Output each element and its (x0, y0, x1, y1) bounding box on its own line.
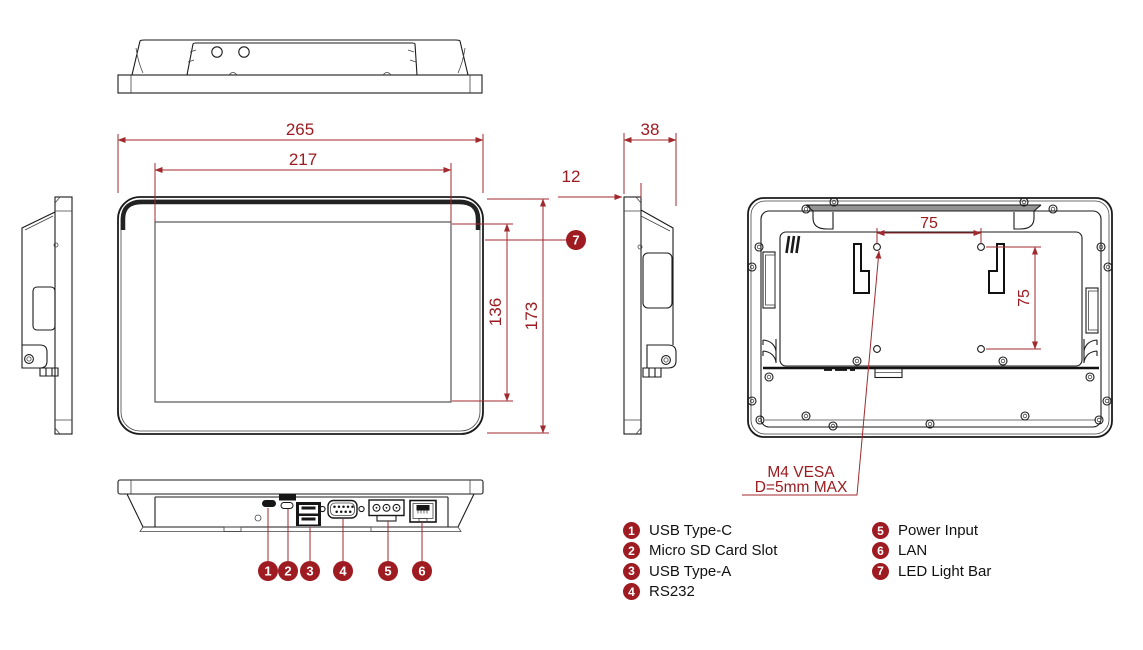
rear-bottom-details (824, 367, 903, 379)
legend-label-led-light-bar: LED Light Bar (898, 562, 992, 580)
callout-markers: 7 1 2 3 4 5 6 (258, 230, 586, 581)
led-light-bar (120, 199, 481, 230)
screws (747, 197, 1113, 431)
callout-5-badge: 5 (872, 522, 889, 539)
connector-box (646, 344, 677, 369)
callout-2-number: 2 (284, 564, 291, 579)
callout-3-badge: 3 (623, 562, 640, 580)
dim-screen-width: 217 (289, 150, 317, 169)
corner-brackets (762, 339, 1098, 363)
port-lan (409, 499, 437, 523)
mount-keyhole-right (988, 243, 1005, 294)
side-view (623, 196, 677, 435)
callout-4-number: 4 (339, 564, 347, 579)
legend-label-usb-type-c: USB Type-C (649, 522, 733, 539)
legend-item-usb-type-c: 1 USB Type-C (623, 522, 806, 539)
dim-bezel-depth: 12 (562, 167, 581, 186)
callout-1-badge: 1 (623, 522, 640, 539)
rear-view (747, 197, 1113, 438)
top-hole-right (238, 46, 250, 58)
callout-4-badge: 4 (623, 583, 640, 601)
callout-3-number: 3 (306, 564, 313, 579)
side-access-panel (642, 252, 673, 309)
callout-6-number: 6 (418, 564, 425, 579)
callout-4-marker (333, 561, 353, 581)
bottom-view (117, 479, 484, 532)
vent-slats (785, 235, 801, 254)
port-usb-c (262, 500, 276, 507)
dim-depth: 38 (641, 120, 660, 139)
callout-1-marker (258, 561, 278, 581)
dim-screen-height: 136 (486, 298, 505, 326)
callout-5-number: 5 (384, 564, 391, 579)
side-access-panel (32, 286, 56, 331)
top-recess (805, 204, 1042, 230)
callout-6-marker (412, 561, 432, 581)
front-view (117, 196, 484, 435)
callout-7-marker (566, 230, 586, 250)
callout-6-badge: 6 (872, 542, 889, 560)
legend-item-rs232: 4 RS232 (623, 583, 806, 601)
legend-label-usb-type-a: USB Type-A (649, 562, 732, 580)
legend-item-usb-type-a: 3 USB Type-A (623, 562, 806, 580)
legend-label-micro-sd: Micro SD Card Slot (649, 542, 778, 560)
port-rs232 (319, 499, 365, 519)
rear-panel (779, 231, 1083, 367)
top-view (117, 39, 483, 94)
port-micro-sd (279, 494, 296, 509)
vesa-leader-line (742, 250, 882, 496)
callout-7-number: 7 (572, 233, 579, 248)
mount-keyhole-left (853, 243, 870, 294)
legend-item-micro-sd: 2 Micro SD Card Slot (623, 542, 806, 560)
dimension-annotations: 265 217 173 136 38 12 75 75 M4 VESA D=5m… (117, 120, 1041, 496)
port-usb-a (296, 502, 321, 526)
vesa-note-line1: M4 VESA (767, 464, 835, 481)
port-legend: 1 USB Type-C 2 Micro SD Card Slot 3 USB … (623, 522, 991, 604)
callout-2-badge: 2 (623, 542, 640, 560)
legend-item-lan: 6 LAN (872, 542, 991, 560)
vesa-note-line2: D=5mm MAX (755, 479, 848, 496)
side-latches (762, 251, 1099, 334)
dim-overall-height: 173 (522, 302, 541, 330)
legend-label-rs232: RS232 (649, 583, 695, 601)
dim-vesa-vertical: 75 (1016, 289, 1033, 307)
legend-item-led-light-bar: 7 LED Light Bar (872, 562, 992, 580)
screen-area (154, 221, 452, 403)
legend-item-power-input: 5 Power Input (872, 522, 991, 539)
dim-vesa-horizontal: 75 (920, 215, 938, 232)
callout-7-badge: 7 (872, 562, 889, 580)
vesa-holes (873, 243, 985, 353)
legend-label-power-input: Power Input (898, 522, 979, 539)
dim-front-width: 265 (286, 120, 314, 139)
callout-5-marker (378, 561, 398, 581)
callout-3-marker (300, 561, 320, 581)
left-side-view (21, 196, 73, 435)
callout-2-marker (278, 561, 298, 581)
top-hole-left (211, 46, 223, 58)
callout-1-number: 1 (264, 564, 271, 579)
legend-label-lan: LAN (898, 542, 928, 560)
port-power-input (368, 499, 405, 522)
